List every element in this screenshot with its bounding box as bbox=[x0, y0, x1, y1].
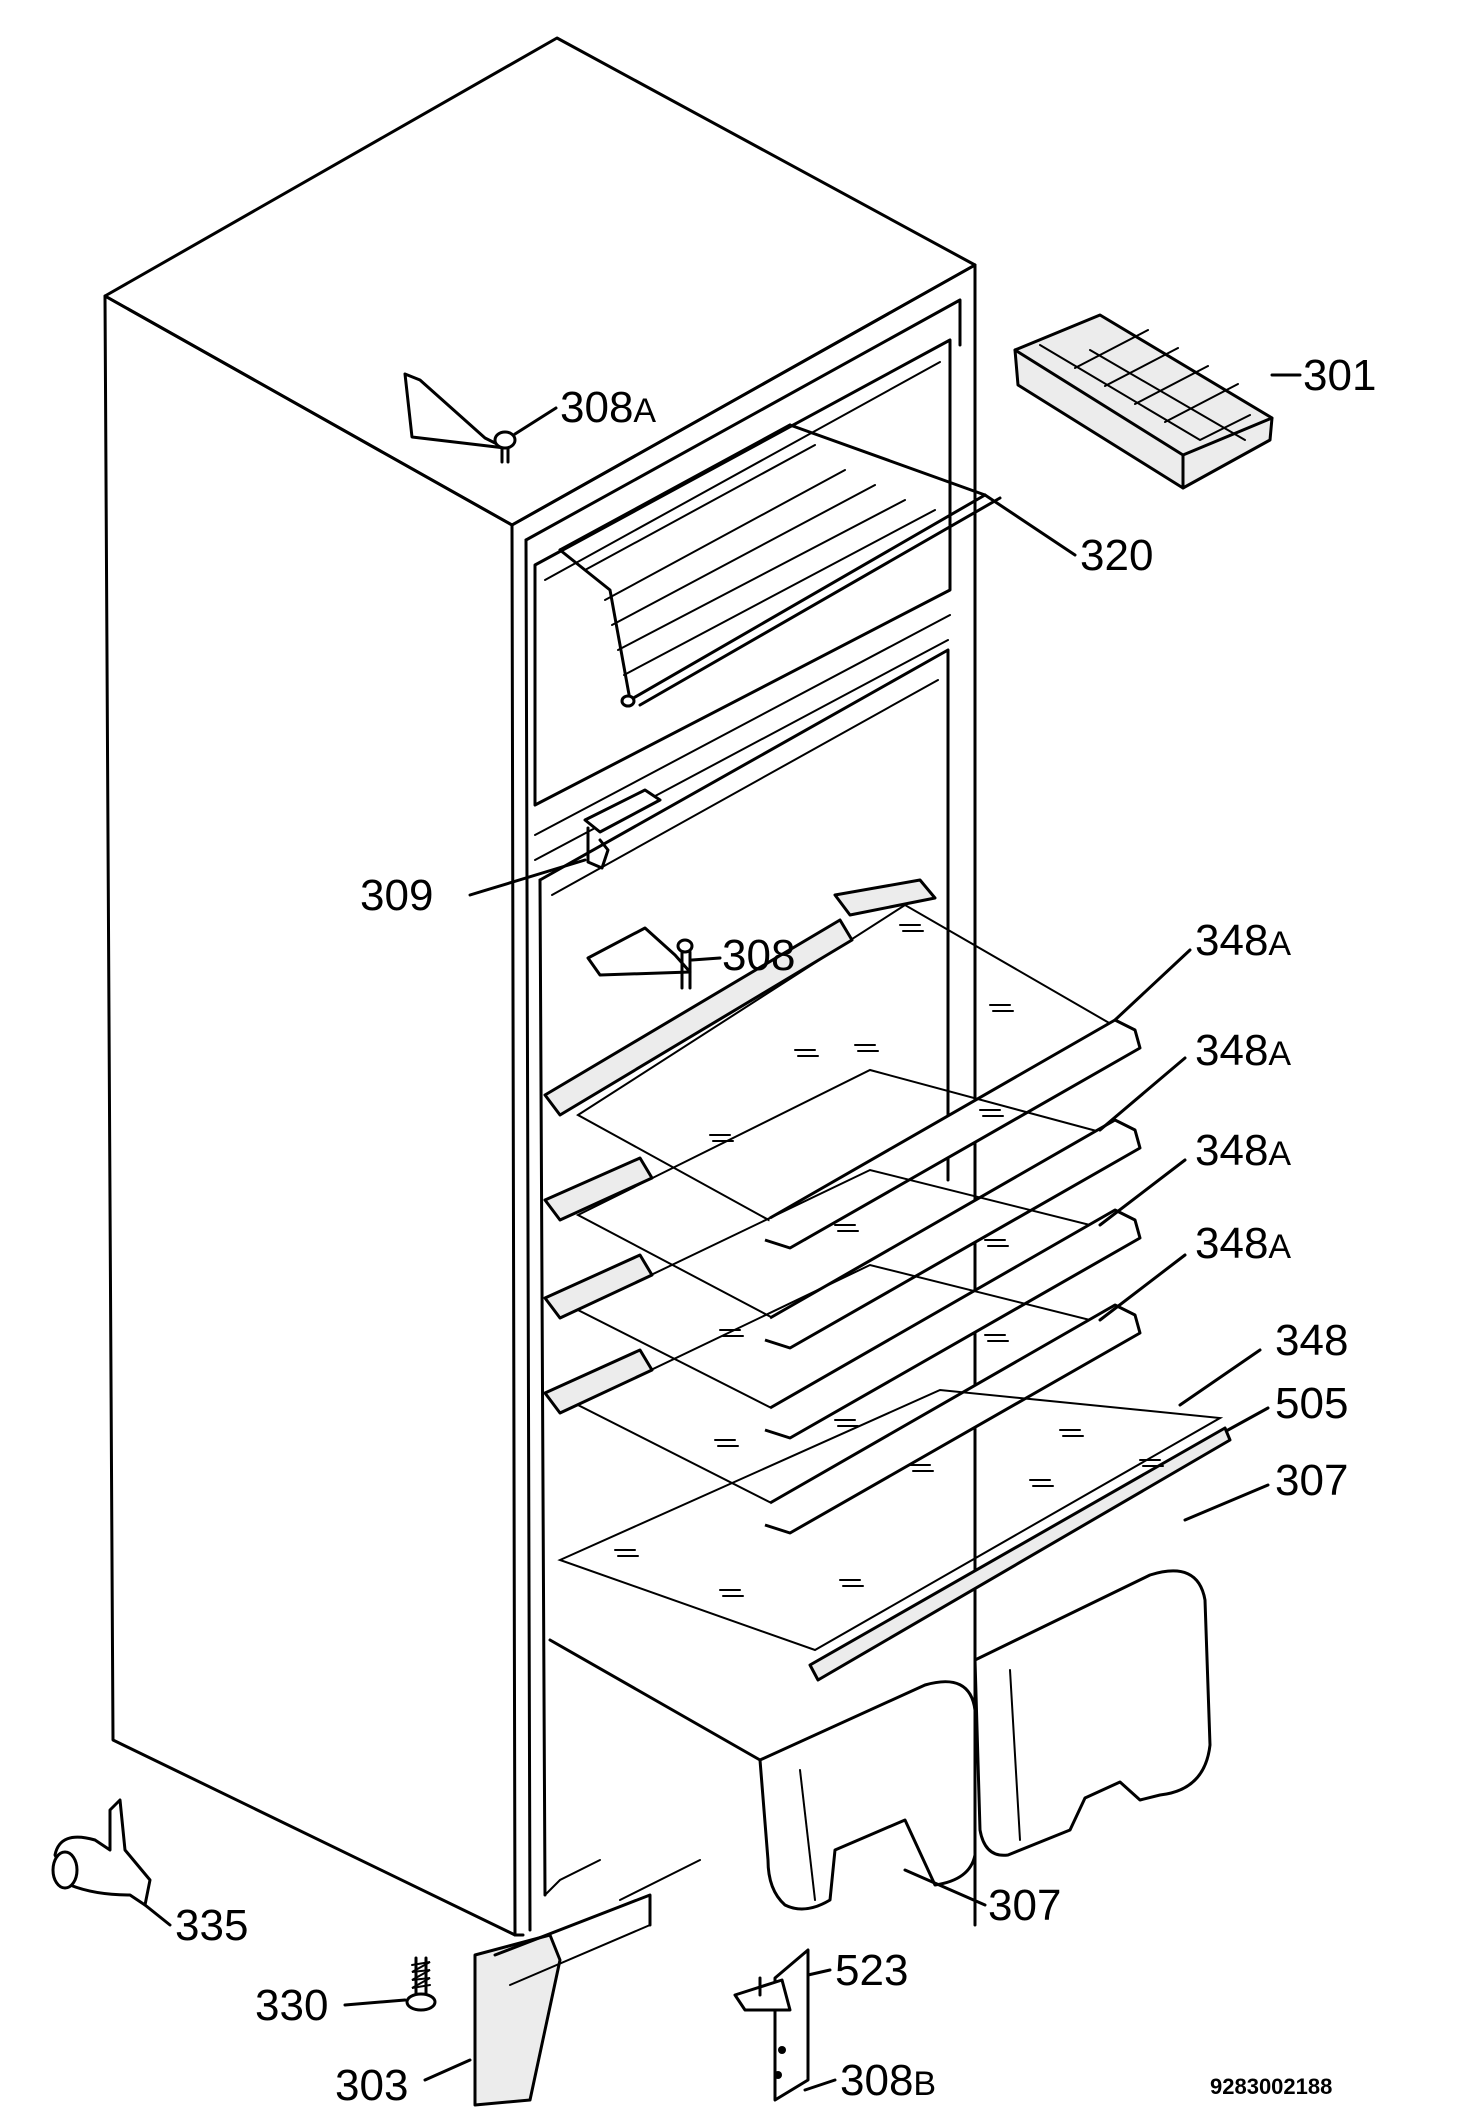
ice-tray-301 bbox=[1013, 313, 1302, 490]
label-348a-4: 348A bbox=[1195, 1219, 1291, 1268]
callout-labels: 301 308A 320 309 308 348A 348A 348A 348A… bbox=[175, 351, 1376, 2110]
glass-shelf-348a-2 bbox=[543, 1056, 1187, 1350]
wire-shelf-320 bbox=[558, 423, 1077, 708]
label-330: 330 bbox=[255, 1981, 328, 2030]
label-348: 348 bbox=[1275, 1316, 1348, 1365]
crisper-drawer-307-upper bbox=[973, 1483, 1270, 1857]
screw-330 bbox=[343, 1956, 437, 2012]
hinge-308 bbox=[586, 926, 722, 990]
glass-shelf-348 bbox=[557, 1348, 1262, 1652]
label-320: 320 bbox=[1080, 531, 1153, 580]
hinge-523-308b bbox=[733, 1948, 837, 2102]
label-308b: 308B bbox=[840, 2056, 936, 2105]
label-348a-2: 348A bbox=[1195, 1026, 1291, 1075]
label-303: 303 bbox=[335, 2061, 408, 2110]
label-301: 301 bbox=[1303, 351, 1376, 400]
label-505: 505 bbox=[1275, 1379, 1348, 1428]
label-335: 335 bbox=[175, 1901, 248, 1950]
label-307-upper: 307 bbox=[1275, 1456, 1348, 1505]
glass-shelf-348a-4 bbox=[543, 1253, 1187, 1535]
top-hinge-308a bbox=[403, 372, 517, 464]
label-308a-top: 308A bbox=[560, 383, 656, 432]
glass-shelf-348a-3 bbox=[543, 1158, 1187, 1440]
label-348a-3: 348A bbox=[1195, 1126, 1291, 1175]
trim-strip-505 bbox=[808, 1406, 1270, 1682]
glass-marks bbox=[614, 924, 1164, 1597]
glass-shelf-348a-1 bbox=[543, 878, 1192, 1250]
label-308: 308 bbox=[722, 931, 795, 980]
label-348a-1: 348A bbox=[1195, 916, 1291, 965]
crisper-drawer-307-lower bbox=[548, 1638, 987, 1911]
base-cover-303 bbox=[423, 1893, 652, 2107]
label-523: 523 bbox=[835, 1946, 908, 1995]
document-id: 9283002188 bbox=[1210, 2074, 1332, 2099]
label-309: 309 bbox=[360, 871, 433, 920]
label-307-lower: 307 bbox=[988, 1881, 1061, 1930]
bracket-309 bbox=[468, 788, 662, 897]
bottom-hinge-335 bbox=[51, 1798, 172, 1927]
cabinet bbox=[103, 36, 977, 1937]
